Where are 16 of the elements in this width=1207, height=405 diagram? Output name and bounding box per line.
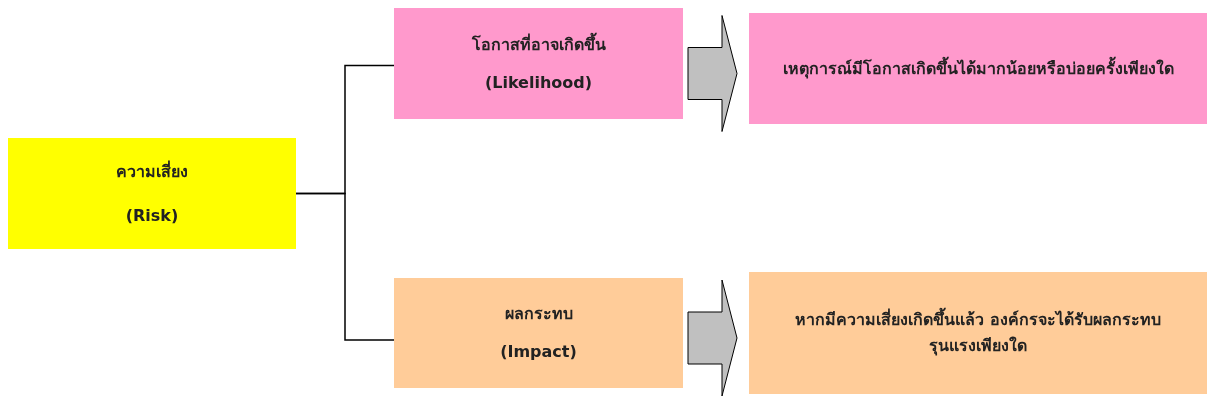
process-box — [394, 8, 683, 119]
box-text: โอกาสที่อาจเกิดขึ้น — [471, 31, 606, 56]
box-text: เหตุการณ์มีโอกาสเกิดขึ้นได้มากน้อยหรือบ่อยครั้งเพียงใด — [782, 55, 1174, 81]
process-box — [749, 272, 1207, 394]
box-text: (Impact) — [500, 341, 577, 363]
bracket-connector — [295, 192, 395, 341]
process-box — [394, 278, 683, 388]
process-box — [749, 13, 1207, 124]
block-arrow — [687, 279, 738, 397]
box-text: หากมีความเสี่ยงเกิดขึ้นแล้ว องค์กรจะได้รับผลกระทบรุนแรงเพียงใด — [778, 307, 1178, 359]
box-text: (Risk) — [125, 204, 179, 227]
box-text: ความเสี่ยง — [116, 159, 188, 183]
box-text: (Likelihood) — [484, 71, 593, 94]
box-text: ผลกระทบ — [504, 303, 573, 326]
block-arrow — [687, 15, 738, 132]
process-box — [8, 138, 296, 249]
